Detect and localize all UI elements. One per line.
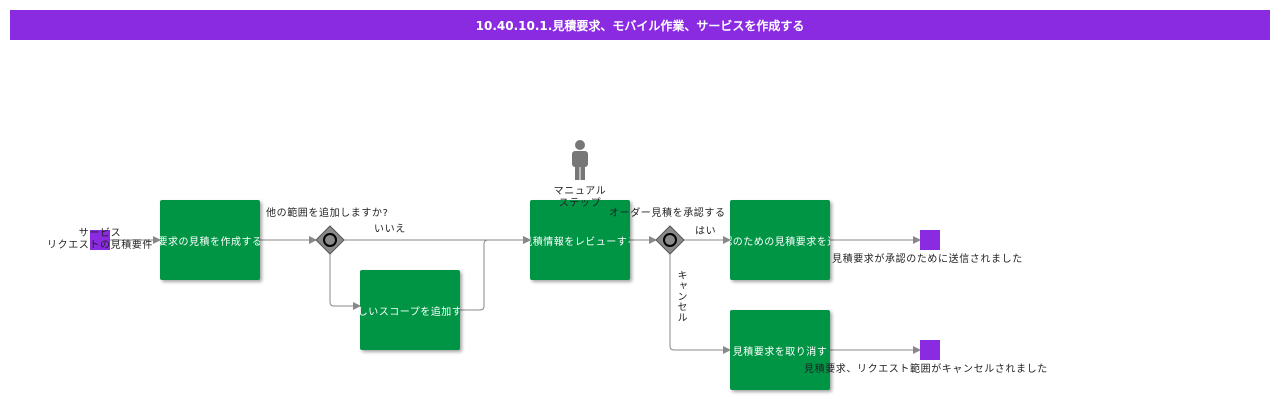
end-event-sent[interactable] [920, 230, 940, 250]
gateway-more-scope[interactable] [315, 225, 345, 255]
start-event[interactable] [90, 230, 110, 250]
person-icon [572, 140, 588, 180]
start-event-label-line1: サービス [78, 228, 122, 239]
start-event-label-line2: リクエストの見積要件 [47, 240, 153, 251]
task-review-quote[interactable]: 見積情報をレビューする [530, 200, 630, 280]
flow-cancel-label: キャンセル [675, 270, 686, 323]
manual-step-label-line1: マニュアル [553, 186, 607, 197]
task-add-scope[interactable]: 新しいスコープを追加する [360, 270, 460, 350]
end-event-cancelled[interactable] [920, 340, 940, 360]
diagram-title: 10.40.10.1.見積要求、モバイル作業、サービスを作成する [10, 10, 1270, 40]
task-label: 新しいスコープを追加する [360, 306, 460, 318]
manual-step-label-line2: ステップ [558, 198, 602, 209]
task-cancel-quote[interactable]: 見積要求を取り消す [730, 310, 830, 390]
task-label: 要求の見積を作成する [160, 236, 260, 248]
manual-step-label: マニュアル ステップ [540, 186, 620, 210]
inclusive-gateway-icon [663, 233, 677, 247]
gateway-approve[interactable] [655, 225, 685, 255]
end-event-cancelled-label: 見積要求、リクエスト範囲がキャンセルされました [804, 364, 1048, 375]
flow-gateway-to-add-scope [329, 254, 361, 310]
task-label: 見積情報をレビューする [530, 236, 630, 248]
end-event-sent-label: 見積要求が承認のために送信されました [832, 254, 1023, 265]
task-create-quote[interactable]: 要求の見積を作成する [160, 200, 260, 280]
task-send-quote[interactable]: 承認のための見積要求を送信 [730, 200, 830, 280]
gateway-approve-question: オーダー見積を承認する [609, 208, 726, 219]
flow-yes-label: はい [695, 226, 717, 237]
flow-no-label: いいえ [374, 224, 406, 235]
gateway-more-scope-question: 他の範囲を追加しますか? [266, 208, 389, 219]
flow-gateway-cancel [669, 254, 731, 354]
task-label: 見積要求を取り消す [732, 346, 828, 358]
task-label: 承認のための見積要求を送信 [730, 236, 830, 248]
start-event-label: サービス リクエストの見積要件 [40, 228, 160, 252]
inclusive-gateway-icon [323, 233, 337, 247]
flow-add-scope-to-review [460, 236, 531, 311]
